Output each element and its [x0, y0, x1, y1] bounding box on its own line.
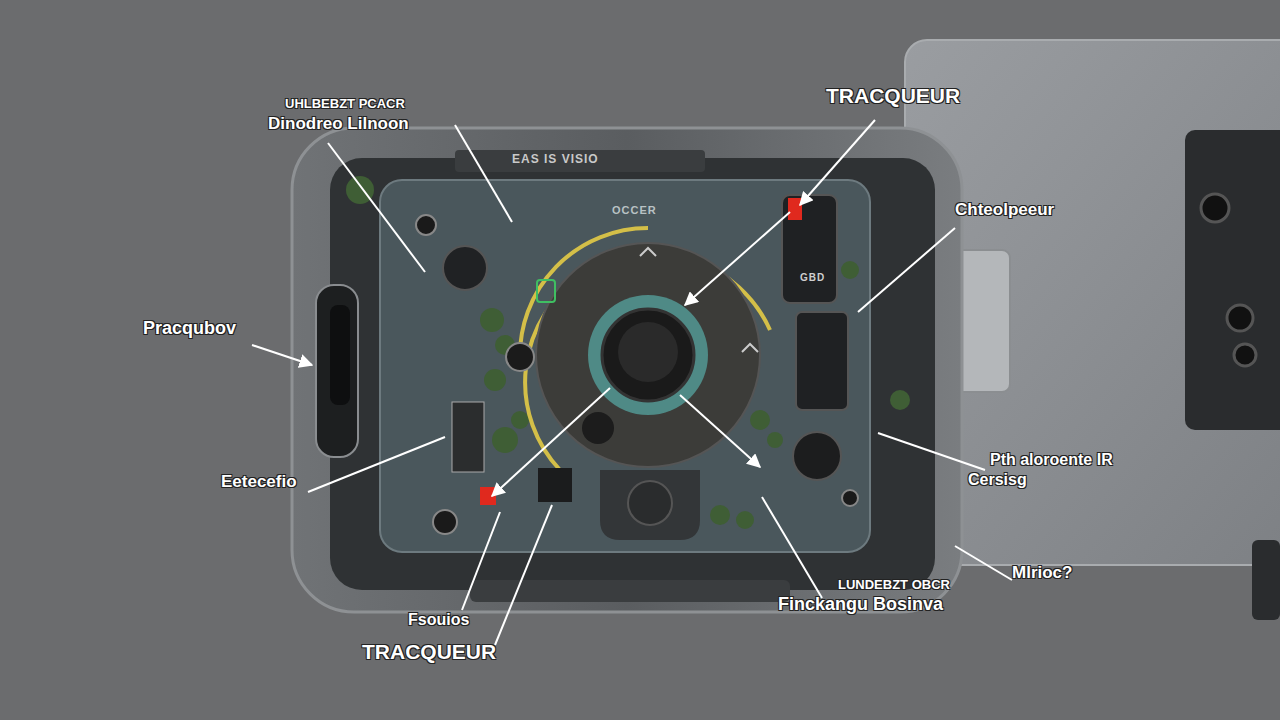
dial-ring: [588, 295, 708, 415]
leader-line: [492, 388, 610, 496]
red-marker: [480, 487, 496, 505]
leader-line: [462, 512, 500, 610]
dial-mark: [640, 248, 656, 256]
dial-hole: [582, 412, 614, 444]
leader-line: [878, 433, 985, 470]
callout-label: Mlrioc?: [1012, 563, 1072, 583]
callout-label: Chteolpeeur: [955, 200, 1054, 220]
screw: [842, 490, 858, 506]
lens: [1201, 194, 1229, 222]
callout-label: Finckangu Bosinva: [778, 594, 943, 615]
device-body: [292, 128, 962, 612]
control-block: [796, 312, 848, 410]
foliage-dot: [750, 410, 770, 430]
foliage-dot: [480, 308, 504, 332]
camera-module: [1185, 130, 1280, 430]
foliage-dot: [841, 261, 859, 279]
screw: [416, 215, 436, 235]
leader-line: [328, 143, 425, 272]
button: [793, 432, 841, 480]
leader-line: [955, 546, 1012, 580]
foliage-dot: [767, 432, 783, 448]
foliage-dot: [511, 411, 529, 429]
leader-lines: [252, 120, 1012, 645]
leader-line: [685, 212, 790, 305]
callout-label: Pth aloroente IR: [990, 451, 1113, 469]
leader-line: [800, 120, 875, 205]
button: [443, 246, 487, 290]
callout-label: UHLBEBZT PCACR: [285, 96, 405, 111]
callout-label: LUNDEBZT OBCR: [838, 577, 950, 592]
device-marking: EAS IS VISIO: [512, 152, 599, 166]
leader-line: [252, 345, 312, 365]
bottom-tab: [600, 470, 700, 540]
chip: [538, 468, 572, 502]
leader-line: [495, 505, 552, 645]
foliage-dot: [736, 511, 754, 529]
bezel: [330, 158, 935, 590]
screw: [433, 510, 457, 534]
red-marker: [788, 198, 802, 220]
leader-line: [858, 228, 955, 312]
foliage-dot: [710, 505, 730, 525]
control-block: [782, 195, 837, 303]
green-icon: [537, 280, 555, 302]
leader-line: [680, 395, 760, 467]
lens: [1227, 305, 1253, 331]
button: [628, 481, 672, 525]
top-strip: [455, 150, 705, 172]
callout-label: Eetecefio: [221, 472, 297, 492]
leader-line: [762, 497, 822, 598]
speaker: [602, 309, 694, 401]
callout-label: TRACQUEUR: [362, 640, 496, 664]
dial: [536, 243, 760, 467]
callout-label: TRACQUEUR: [826, 84, 960, 108]
foliage-dot: [890, 390, 910, 410]
foliage-dot: [484, 369, 506, 391]
screen: [380, 180, 870, 552]
callout-label: Cersisg: [968, 471, 1027, 489]
leader-line: [308, 437, 445, 492]
button: [506, 343, 534, 371]
callout-label: Fsouios: [408, 611, 469, 629]
device-marking: GBD: [800, 272, 825, 283]
lens: [1234, 344, 1256, 366]
slot-hole: [330, 305, 350, 405]
side-slot: [316, 285, 358, 457]
speaker-cone: [618, 322, 678, 382]
foliage-dot: [492, 427, 518, 453]
device-marking: OCCER: [612, 204, 657, 216]
callout-label: Dinodreo Lilnoon: [268, 114, 409, 134]
dial-mark: [742, 344, 758, 352]
callout-label: Pracqubov: [143, 318, 236, 339]
strap: [1252, 540, 1280, 620]
chip: [452, 402, 484, 472]
leader-line: [455, 125, 512, 222]
